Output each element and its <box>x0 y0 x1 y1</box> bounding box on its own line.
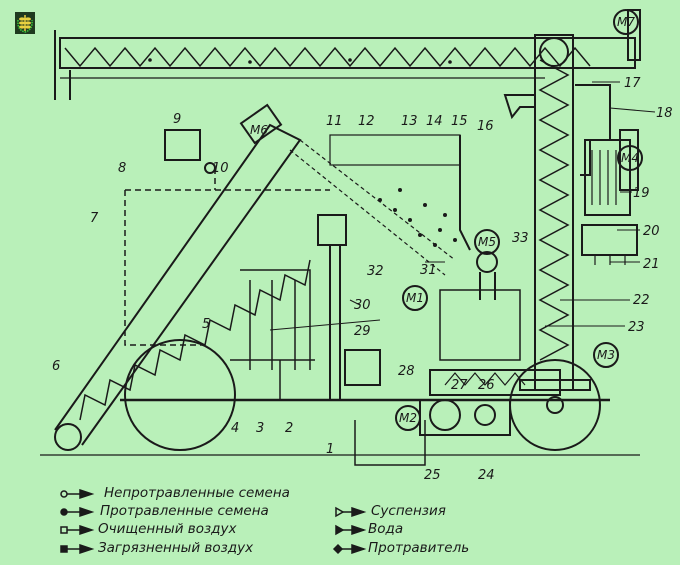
legend-label: Очищенный воздух <box>98 521 237 537</box>
part-label: 27 <box>451 378 468 393</box>
part-label: 30 <box>354 298 371 313</box>
part-label: 28 <box>398 364 415 379</box>
part-label: 8 <box>118 161 126 176</box>
part-label: 21 <box>643 257 660 272</box>
filled-triangle-arrow-icon <box>335 524 367 536</box>
part-label: 4 <box>231 421 239 436</box>
part-label: 26 <box>478 378 495 393</box>
part-label: 1 <box>326 442 334 457</box>
seed-treater-schematic: 1 2 3 4 5 6 7 8 9 10 11 12 13 14 15 16 1… <box>40 9 673 480</box>
motor-label: M3 <box>597 348 615 362</box>
part-label: 19 <box>633 186 650 201</box>
motor-label: M7 <box>617 15 635 29</box>
part-label: 15 <box>451 114 468 129</box>
part-label: 29 <box>354 324 371 339</box>
part-label: 10 <box>212 161 229 176</box>
inclined-conveyor <box>54 103 311 451</box>
hollow-triangle-arrow-icon <box>335 506 367 518</box>
part-label: 31 <box>420 263 437 278</box>
part-label: 5 <box>202 317 210 332</box>
legend-label: Протравленные семена <box>100 503 269 519</box>
seed-particles <box>148 58 457 247</box>
part-label: 2 <box>285 421 293 436</box>
part-label: 3 <box>256 421 264 436</box>
motor-label: M4 <box>621 151 639 165</box>
part-label: 33 <box>512 231 529 246</box>
part-label: 9 <box>173 112 181 127</box>
filled-circle-arrow-icon <box>60 506 95 518</box>
hollow-square-arrow-icon <box>60 524 95 536</box>
part-label: 18 <box>656 106 673 121</box>
legend-label: Суспензия <box>371 503 446 519</box>
legend-label: Вода <box>368 521 404 537</box>
part-label: 17 <box>624 76 641 91</box>
motor-label: M5 <box>478 235 496 249</box>
filled-square-arrow-icon <box>60 543 95 555</box>
motor-label: M6 <box>250 123 268 137</box>
part-label: 13 <box>401 114 418 129</box>
part-label: 16 <box>477 119 494 134</box>
part-label: 11 <box>326 114 343 129</box>
part-label: 6 <box>52 359 60 374</box>
part-label: 20 <box>643 224 660 239</box>
part-label: 24 <box>478 468 495 480</box>
part-label: 14 <box>426 114 443 129</box>
legend-label: Непротравленные семена <box>104 485 290 501</box>
hollow-circle-arrow-icon <box>60 488 95 500</box>
part-label: 22 <box>633 293 650 308</box>
wheel-left <box>124 339 236 451</box>
top-auger-conveyor <box>54 9 641 100</box>
vertical-elevator <box>519 34 591 391</box>
part-label: 25 <box>424 468 441 480</box>
part-label: 32 <box>367 264 384 279</box>
diamond-arrow-icon <box>332 543 367 555</box>
tank <box>164 129 201 161</box>
part-label: 12 <box>358 114 375 129</box>
filter-unit <box>503 84 639 265</box>
legend-label: Загрязненный воздух <box>98 540 254 556</box>
motor-label: M2 <box>399 411 417 425</box>
part-label: 23 <box>628 320 645 335</box>
motor-labels: M1 M2 M3 M4 M5 M6 M7 <box>250 15 639 425</box>
legend-label: Протравитель <box>368 540 470 556</box>
motor-label: M1 <box>406 291 424 305</box>
part-number-labels: 1 2 3 4 5 6 7 8 9 10 11 12 13 14 15 16 1… <box>52 76 673 480</box>
part-label: 7 <box>90 211 99 226</box>
wheat-logo-icon <box>15 12 35 34</box>
